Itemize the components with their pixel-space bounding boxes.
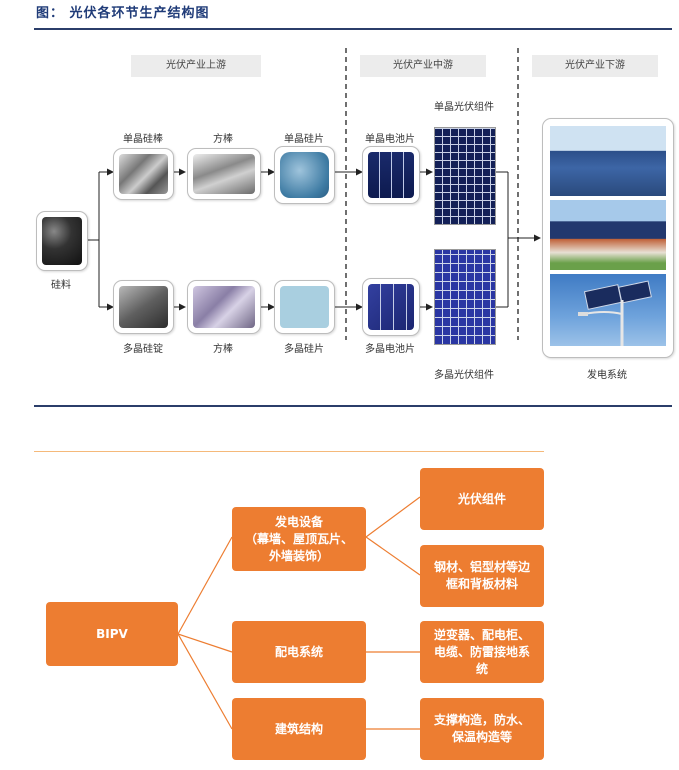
power-system-frame: [542, 118, 674, 358]
branch-distribution-node: 配电系统: [232, 621, 366, 683]
streetlight-icon: [578, 280, 652, 346]
mono-square-rod-label: 方棒: [213, 134, 233, 145]
branch-power-generation-node: 发电设备 （幕墙、屋顶瓦片、 外墙装饰）: [232, 507, 366, 571]
mono-ingot-image: [113, 148, 174, 200]
mono-wafer-label: 单晶硅片: [284, 134, 324, 145]
rooftop-solar-photo: [550, 200, 666, 270]
mono-module-label: 单晶光伏组件: [434, 102, 494, 113]
poly-module-image: [434, 249, 496, 345]
poly-square-rod-image: [187, 280, 261, 334]
child-support-structure-line-1: 支撑构造，防水、: [433, 713, 530, 727]
stage-upstream: 光伏产业上游: [131, 55, 261, 77]
child-support-structure-node: 支撑构造，防水、 保温构造等: [420, 698, 544, 760]
child-inverter-line-2: 电缆、防雷接地系: [433, 644, 530, 659]
poly-cell-image: [362, 278, 420, 336]
child-inverter-line-3: 统: [475, 661, 488, 676]
child-pv-module-node: 光伏组件: [420, 468, 544, 530]
bipv-connectors: [177, 496, 421, 730]
mono-module-image: [434, 127, 496, 225]
branch-building-structure-label: 建筑结构: [274, 721, 323, 736]
mono-cell-label: 单晶电池片: [365, 134, 415, 145]
solar-streetlight-photo: [550, 274, 666, 346]
mono-ingot-label: 单晶硅棒: [123, 134, 163, 145]
mono-cell-image: [362, 146, 420, 204]
child-frame-material-node: 钢材、铝型材等边 框和背板材料: [420, 545, 544, 607]
mono-wafer-image: [274, 146, 335, 204]
title-rule: [34, 28, 672, 30]
child-inverter-line-1: 逆变器、配电柜、: [433, 627, 530, 642]
stage-downstream: 光伏产业下游: [532, 55, 658, 77]
silicon-material-image: [36, 211, 88, 271]
poly-wafer-image: [274, 280, 335, 334]
branch-power-generation-line-2: （幕墙、屋顶瓦片、: [244, 531, 353, 546]
child-frame-material-line-2: 框和背板材料: [445, 577, 518, 591]
poly-cell-label: 多晶电池片: [365, 344, 415, 355]
bipv-root-label: BIPV: [96, 626, 128, 641]
branch-power-generation-line-1: 发电设备: [274, 514, 323, 529]
child-frame-material-line-1: 钢材、铝型材等边: [433, 560, 530, 574]
figure-title: 图： 光伏各环节生产结构图: [36, 6, 210, 21]
child-inverter-node: 逆变器、配电柜、 电缆、防雷接地系 统: [420, 621, 544, 683]
branch-power-generation-line-3: 外墙装饰）: [268, 548, 329, 563]
child-support-structure-line-2: 保温构造等: [451, 730, 512, 744]
bipv-root-node: BIPV: [46, 602, 178, 666]
poly-ingot-image: [113, 280, 174, 334]
child-pv-module-label: 光伏组件: [457, 491, 506, 506]
poly-square-rod-label: 方棒: [213, 344, 233, 355]
upper-connectors: [86, 48, 541, 340]
poly-wafer-label: 多晶硅片: [284, 344, 324, 355]
poly-ingot-label: 多晶硅锭: [123, 344, 163, 355]
stage-midstream: 光伏产业中游: [360, 55, 486, 77]
bipv-top-rule: [34, 451, 544, 452]
upper-bottom-rule: [34, 405, 672, 407]
poly-module-label: 多晶光伏组件: [434, 370, 494, 381]
solar-farm-photo: [550, 126, 666, 196]
power-system-label: 发电系统: [587, 370, 627, 381]
branch-distribution-label: 配电系统: [274, 644, 323, 659]
silicon-material-label: 硅料: [51, 280, 71, 291]
branch-building-structure-node: 建筑结构: [232, 698, 366, 760]
mono-square-rod-image: [187, 148, 261, 200]
